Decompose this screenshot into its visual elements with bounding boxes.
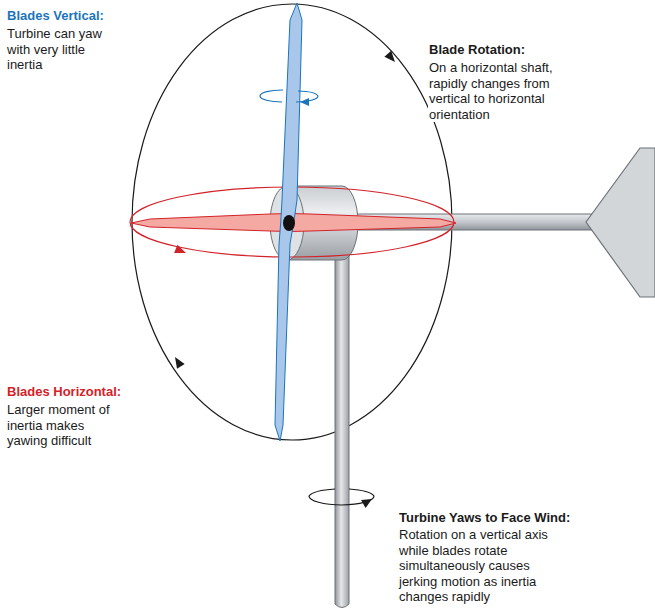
label-heading: Blades Horizontal: [6, 384, 122, 400]
vertical-blade [275, 3, 302, 441]
rotation-arrowhead [171, 355, 184, 369]
tail-fin [586, 148, 655, 297]
yaw-arrowhead [361, 495, 374, 508]
label-heading: Turbine Yaws to Face Wind: [398, 510, 571, 526]
rotation-arrowhead [384, 51, 398, 65]
tower [335, 250, 349, 608]
hub [283, 215, 295, 231]
label-heading: Blade Rotation: [428, 42, 526, 58]
horizontal-rotation-arrowhead [174, 245, 188, 257]
blade-spin-arrowhead [300, 98, 309, 106]
label-heading: Blades Vertical: [6, 8, 105, 24]
label-text: Rotation on a vertical axis while blades… [398, 527, 572, 605]
blade-spin-path [260, 90, 318, 102]
label-text: On a horizontal shaft, rapidly changes f… [428, 60, 582, 122]
label-text: Larger moment of inertia makes yawing di… [6, 402, 124, 449]
label-text: Turbine can yaw with very little inertia [6, 26, 122, 73]
